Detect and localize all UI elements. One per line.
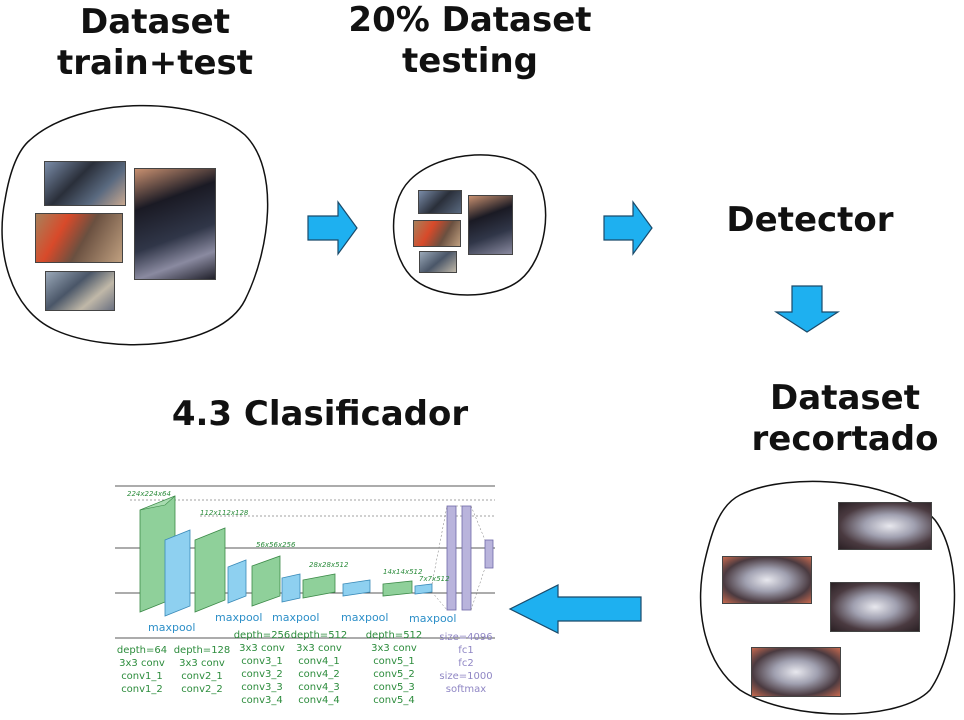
block1-conv: 3x3 conv	[119, 658, 165, 669]
pool-block-2	[227, 559, 247, 604]
clasificador-title: 4.3 Clasificador	[171, 394, 469, 434]
title-line: Dataset	[770, 378, 920, 418]
arrow-right-2	[603, 200, 653, 256]
vgg-dashed-lines	[130, 499, 495, 517]
block4-layer: conv4_3	[298, 682, 340, 693]
block5-layer: conv5_4	[373, 695, 415, 706]
fc-layer-1	[446, 505, 457, 611]
detector-title: Detector	[726, 200, 894, 240]
block3-layer: conv3_3	[241, 682, 283, 693]
photo-train-4	[45, 271, 115, 311]
arrow-left	[508, 584, 642, 634]
fc-size-4096: size=4096	[439, 632, 492, 643]
photo-train-3	[35, 213, 123, 263]
block1-layer: conv1_1	[121, 671, 163, 682]
block3-layer: conv3_4	[241, 695, 283, 706]
title-line: 20% Dataset	[348, 0, 592, 40]
arrow-down	[773, 285, 841, 333]
block5-layer: conv5_2	[373, 669, 415, 680]
maxpool-label-3: maxpool	[272, 611, 319, 624]
fc-connectors	[431, 505, 486, 611]
photo-test-2	[468, 195, 513, 255]
block1-depth: depth=64	[117, 645, 167, 656]
recortado-blob	[699, 480, 956, 715]
dim-label-6: 7x7x512	[419, 575, 450, 583]
title-line: testing	[402, 40, 538, 81]
title-line: Dataset	[80, 2, 230, 42]
maxpool-label-2: maxpool	[215, 611, 262, 624]
block4-layer: conv4_4	[298, 695, 340, 706]
pool-block-4	[342, 579, 371, 597]
arrow-right-1	[307, 200, 358, 256]
conv-block-2	[194, 527, 226, 613]
conv-block-1-top	[139, 495, 176, 511]
conv-block-4	[302, 573, 336, 599]
block3-layer: conv3_1	[241, 656, 283, 667]
dim-label-5: 14x14x512	[383, 568, 423, 576]
block2-conv: 3x3 conv	[179, 658, 225, 669]
block2-depth: depth=128	[174, 645, 231, 656]
photo-fish-4	[751, 647, 841, 697]
block4-layer: conv4_1	[298, 656, 340, 667]
block2-layer: conv2_2	[181, 684, 223, 695]
block5-layer: conv5_1	[373, 656, 415, 667]
pool-block-3	[281, 573, 301, 603]
testing-blob	[392, 154, 547, 296]
dim-label-1: 224x224x64	[127, 490, 171, 498]
photo-fish-2	[722, 556, 812, 604]
softmax-label: softmax	[446, 684, 486, 695]
block5-depth: depth=512	[366, 630, 423, 641]
photo-test-1	[418, 190, 462, 214]
dim-label-2: 112x112x128	[200, 509, 249, 517]
fc2-label: fc2	[458, 658, 473, 669]
photo-train-1	[44, 161, 126, 206]
fc-layer-2	[461, 505, 472, 611]
maxpool-label-1: maxpool	[148, 621, 195, 634]
block2-layer: conv2_1	[181, 671, 223, 682]
dataset-train-test-title: Dataset train+test	[30, 2, 280, 84]
dim-label-3: 56x56x256	[256, 541, 296, 549]
train-test-blob	[1, 104, 269, 346]
title-line: recortado	[751, 418, 939, 459]
photo-test-3	[413, 220, 461, 247]
fc1-label: fc1	[458, 645, 473, 656]
pool-block-1	[164, 529, 191, 617]
photo-train-2	[134, 168, 216, 280]
conv-block-5	[382, 580, 413, 597]
fc-layer-3	[484, 539, 494, 569]
title-line: train+test	[56, 42, 254, 83]
maxpool-label-4: maxpool	[341, 611, 388, 624]
maxpool-label-5: maxpool	[409, 612, 456, 625]
photo-test-4	[419, 251, 457, 273]
block5-conv: 3x3 conv	[371, 643, 417, 654]
block5-layer: conv5_3	[373, 682, 415, 693]
block3-depth: depth=256	[234, 630, 291, 641]
block1-layer: conv1_2	[121, 684, 163, 695]
block4-depth: depth=512	[291, 630, 348, 641]
dataset-recortado-title: Dataset recortado	[725, 378, 964, 460]
block3-conv: 3x3 conv	[239, 643, 285, 654]
dataset-testing-title: 20% Dataset testing	[320, 0, 620, 82]
block3-layer: conv3_2	[241, 669, 283, 680]
dim-label-4: 28x28x512	[309, 561, 349, 569]
fc-size-1000: size=1000	[439, 671, 492, 682]
conv-block-3	[251, 555, 281, 607]
block4-conv: 3x3 conv	[296, 643, 342, 654]
block4-layer: conv4_2	[298, 669, 340, 680]
photo-fish-1	[838, 502, 932, 550]
pool-block-5	[414, 583, 433, 595]
photo-fish-3	[830, 582, 920, 632]
